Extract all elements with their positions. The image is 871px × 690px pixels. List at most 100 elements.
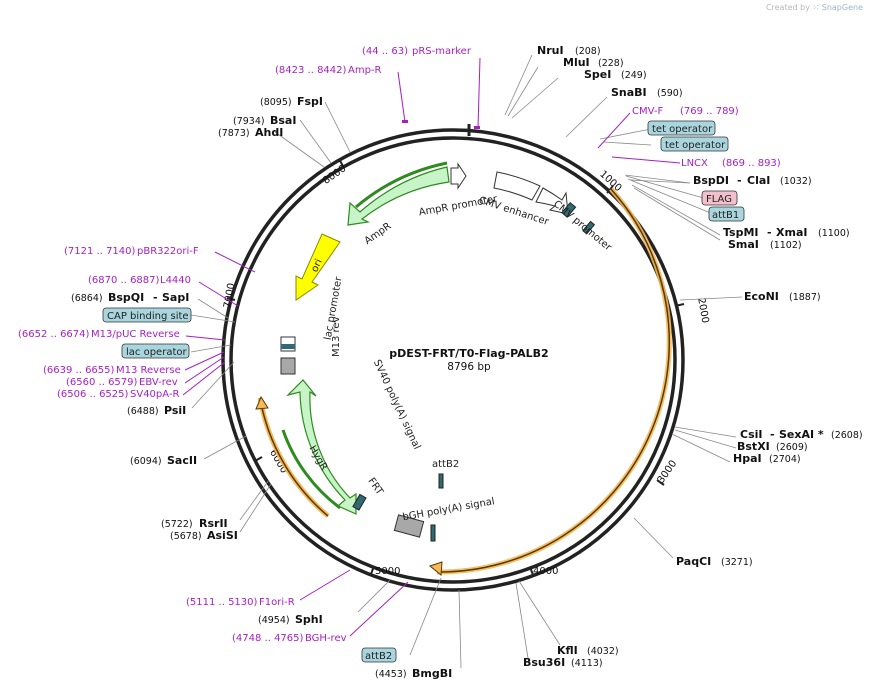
enzyme-econi-pos: (1887)	[789, 292, 821, 303]
enzyme-smai: SmaI	[728, 238, 759, 251]
box-attb1-label: attB1	[712, 210, 739, 221]
box-tet-operator-1	[647, 120, 716, 136]
ampr-edge	[355, 161, 448, 209]
box-attb2-label: attB2	[365, 651, 392, 662]
plasmid-name: pDEST-FRT/T0-Flag-PALB2	[389, 347, 548, 360]
enzyme-rsrii: RsrII	[199, 517, 228, 530]
enzyme-spei-pos: (249)	[621, 70, 647, 81]
frt-mark	[352, 493, 367, 511]
label-frt: FRT	[365, 476, 385, 498]
snapgene-logo-icon: ⁙	[812, 3, 820, 12]
tick-label-7000: 7000	[222, 282, 237, 309]
cmv-promoter-arrow	[535, 187, 569, 215]
enzyme-tspmi: TspMI	[723, 226, 759, 239]
orf-line-left	[259, 397, 329, 517]
ampr-promoter-arrow	[450, 162, 467, 190]
enzyme-clai: ClaI	[747, 174, 770, 187]
enzyme-bsu36i: Bsu36I	[523, 656, 565, 669]
box-cap-binding-site	[102, 307, 192, 323]
enzyme-labels: NruI (208) MluI (228) SpeI (249) SnaBI (…	[71, 44, 863, 680]
primer-lncx-range: (869 .. 893)	[722, 158, 781, 169]
label-attb2-inner: attB2	[432, 459, 459, 470]
primer-cmvf-name: CMV-F	[632, 106, 663, 117]
enzyme-kfli-pos: (4032)	[587, 646, 619, 657]
tick-label-2000: 2000	[695, 297, 710, 324]
primer-cmvf-range: (769 .. 789)	[680, 106, 739, 117]
enzyme-ahdi: AhdI	[255, 126, 283, 139]
lac-operator-mark	[281, 344, 295, 349]
label-m13-rev: M13 rev	[331, 316, 342, 357]
bgh-polyA-box	[393, 514, 425, 538]
boxed-feature-labels: tet operator tet operator FLAG attB1 CAP…	[102, 120, 745, 663]
snapgene-credit: Created by ⁙ SnapGene	[766, 3, 863, 12]
enzyme-nrui: NruI	[537, 44, 564, 57]
primer-lncx-name: LNCX	[681, 158, 708, 169]
enzyme-psii-pos: (6488)	[127, 406, 159, 417]
enzyme-tspmi-pos: (1100)	[818, 228, 850, 239]
enzyme-fspi-pos: (8095)	[260, 97, 292, 108]
orf-arrowhead	[428, 561, 443, 576]
primer-f1ori-range: (5111 .. 5130)	[186, 597, 258, 608]
enzyme-bspqi-pos: (6864)	[71, 293, 103, 304]
enzyme-psii: PsiI	[164, 404, 186, 417]
orf-left-arrowhead	[255, 395, 269, 410]
primer-prs-name: pRS-marker	[412, 46, 472, 57]
primer-pbr-range: (7121 .. 7140)	[64, 246, 136, 257]
primer-f1ori-name: F1ori-R	[259, 597, 295, 608]
box-tet-operator-2-label: tet operator	[665, 140, 726, 151]
primer-labels: (44 .. 63) pRS-marker (8423 .. 8442) Amp…	[18, 46, 781, 644]
enzyme-ahdi-pos: (7873)	[218, 128, 250, 139]
backbone-inner-strand	[229, 136, 677, 584]
attb2-mark-1	[438, 473, 444, 489]
enzyme-rsrii-pos: (5722)	[161, 519, 193, 530]
primer-sv40-name: SV40pA-R	[130, 389, 179, 400]
enzyme-econi: EcoNI	[744, 290, 779, 303]
enzyme-xmai-prefix: -	[767, 226, 772, 239]
cmv-enhancer-arrow	[493, 171, 541, 201]
enzyme-fspi: FspI	[297, 95, 323, 108]
primer-ebv-name: EBV-rev	[139, 377, 178, 388]
primer-ebv-range: (6560 .. 6579)	[66, 377, 138, 388]
label-hygr: HygR	[306, 444, 329, 473]
enzyme-bsai-pos: (7934)	[233, 116, 265, 127]
enzyme-bstxi-pos: (2609)	[776, 442, 808, 453]
enzyme-asisi-pos: (5678)	[170, 531, 202, 542]
primer-l4440-range: (6870 .. 6887)	[88, 275, 160, 286]
backbone-outer-strand	[221, 128, 685, 592]
enzyme-xmai: XmaI	[776, 226, 807, 239]
box-cap-label: CAP binding site	[107, 311, 189, 322]
label-ampr: AmpR	[363, 221, 394, 247]
primer-m13rev-name: M13 Reverse	[116, 365, 181, 376]
enzyme-paqci-pos: (3271)	[721, 557, 753, 568]
primer-m13puc-range: (6652 .. 6674)	[18, 329, 90, 340]
enzyme-bspqi: BspQI	[108, 291, 144, 304]
primer-pbr-name: pBR322ori-F	[137, 246, 199, 257]
enzyme-sphi: SphI	[295, 613, 323, 626]
tick-label-5000: 5000	[375, 566, 400, 577]
enzyme-sapi-prefix: -	[153, 291, 158, 304]
credit-prefix: Created by	[765, 3, 810, 12]
enzyme-sacii: SacII	[167, 454, 197, 467]
tick-label-4000: 4000	[533, 566, 558, 577]
label-sv40: SV40 poly(A) signal	[371, 358, 422, 451]
enzyme-sphi-pos: (4954)	[258, 615, 290, 626]
enzyme-sexai: SexAI *	[779, 428, 824, 441]
plasmid-length: 8796 bp	[447, 361, 491, 373]
tet-operator-mark	[561, 202, 577, 218]
sv40-polyA-box	[280, 357, 296, 375]
enzyme-smai-pos: (1102)	[770, 240, 802, 251]
hygr-edge	[281, 429, 341, 510]
ori-arrow	[295, 233, 341, 301]
primer-mark-prs	[474, 126, 480, 129]
enzyme-bsu36i-pos: (4113)	[571, 658, 603, 669]
enzyme-clai-prefix: -	[737, 174, 742, 187]
primer-prs-range: (44 .. 63)	[362, 46, 408, 57]
box-attb2	[361, 647, 397, 663]
enzyme-sapi: SapI	[162, 291, 189, 304]
primer-bgh-name: BGH-rev	[305, 633, 347, 644]
box-attb1	[708, 206, 745, 222]
enzyme-csii-pos: (2608)	[831, 430, 863, 441]
tick-marks	[226, 158, 685, 576]
enzyme-bsai: BsaI	[270, 114, 296, 127]
enzyme-bspdi: BspDI	[693, 174, 729, 187]
